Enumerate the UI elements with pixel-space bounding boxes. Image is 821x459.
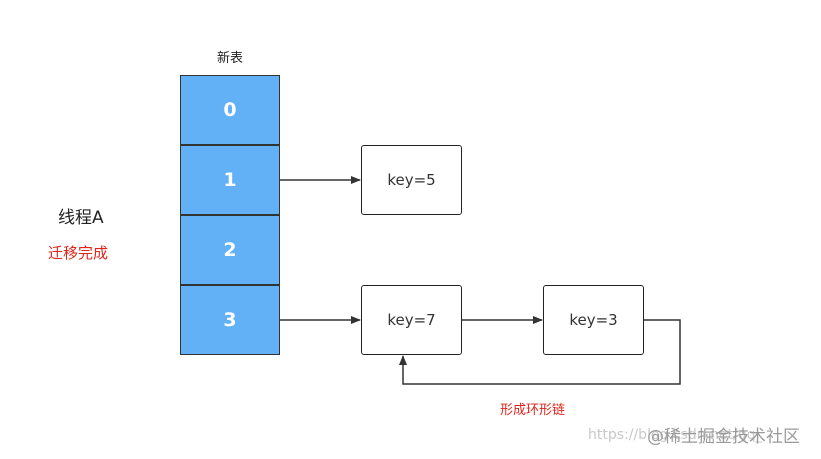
- watermark-url: https://blog.csdn.net/qq_: [588, 427, 763, 443]
- thread-label: 线程A: [58, 208, 104, 228]
- table-title: 新表: [216, 51, 243, 66]
- bucket-slot-1: 1: [180, 145, 280, 215]
- node-key7: key=7: [361, 285, 462, 355]
- watermark-brand: @稀土掘金技术社区: [647, 427, 800, 447]
- node-key5: key=5: [361, 145, 462, 215]
- status-label: 迁移完成: [48, 244, 109, 262]
- bucket-slot-2: 2: [180, 215, 280, 285]
- edge-key3-back-to-key7: [399, 319, 681, 385]
- bucket-slot-3: 3: [180, 285, 280, 355]
- node-key3: key=3: [543, 285, 644, 355]
- cycle-label: 形成环形链: [500, 403, 566, 418]
- bucket-slot-0: 0: [180, 75, 280, 145]
